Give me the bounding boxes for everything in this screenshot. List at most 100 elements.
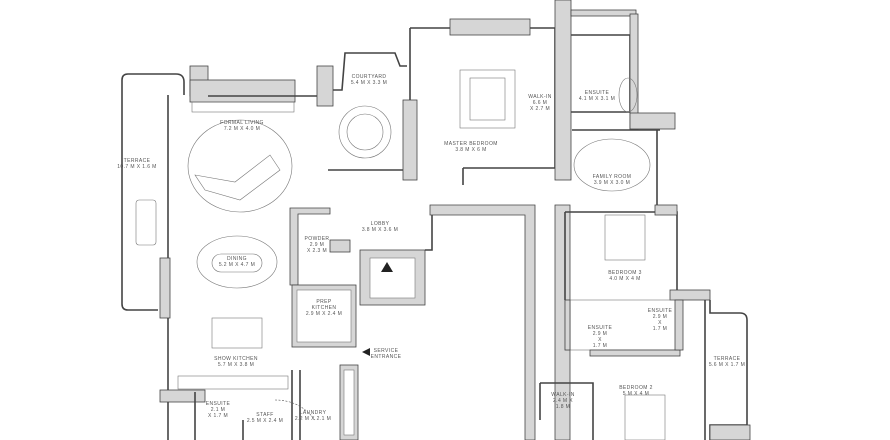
kitchen-island — [211, 317, 263, 349]
room-name: TERRACE — [123, 158, 151, 164]
wall-block — [316, 65, 334, 107]
room-name: WALK-IN — [551, 392, 575, 398]
media-console — [191, 101, 295, 113]
room-name: MASTER BEDROOM — [444, 141, 498, 147]
room-size: 1.8 M — [555, 404, 571, 410]
corridor-walls — [429, 204, 536, 440]
room-name: WALK-IN — [528, 94, 552, 100]
room-name: ENSUITE — [647, 308, 673, 314]
room-size: 2.5 M X 2.4 M — [246, 418, 284, 424]
room-size: 7.2 M X 4.0 M — [223, 126, 261, 132]
room-size: 4.1 M X 3.1 M — [578, 96, 616, 102]
room-name: PREP — [316, 299, 332, 305]
room-name: TERRACE — [713, 356, 741, 362]
room-name: ENSUITE — [205, 401, 231, 407]
room-size: 2.9 M — [309, 242, 325, 248]
walk-in-walls — [539, 382, 594, 440]
entry-arrow-icon — [381, 262, 393, 272]
living-rug — [187, 119, 293, 213]
room-name: LOBBY — [370, 221, 390, 227]
room-name: COURTYARD — [351, 74, 387, 80]
room-size: X — [658, 320, 662, 326]
service-arrow-icon — [362, 348, 370, 356]
bedroom3-walls — [564, 211, 678, 300]
room-size: 5.4 M X 3.3 M — [350, 80, 388, 86]
room-name: BEDROOM 2 — [619, 385, 653, 391]
sofa — [135, 199, 157, 246]
room-size: X 2.7 M — [529, 106, 551, 112]
room-size: 2.4 M X — [552, 398, 574, 404]
room-name: FORMAL LIVING — [220, 120, 264, 126]
terrace-west-outline — [121, 73, 185, 311]
room-size: 5 M X 4 M — [622, 391, 650, 397]
room-size: 10.7 M X 1.6 M — [117, 164, 157, 170]
wall-block — [159, 257, 171, 319]
room-size: 2.9 M — [592, 331, 608, 337]
room-name: ENSUITE — [587, 325, 613, 331]
room-name: SERVICE — [373, 348, 399, 354]
tree — [338, 105, 392, 159]
lobby-walls — [289, 207, 331, 286]
room-size: 1.7 M — [652, 326, 668, 332]
room-size: 2.9 M — [652, 314, 668, 320]
bedroom3-bed — [604, 214, 646, 261]
room-size: 3.8 M X 3.6 M — [361, 227, 399, 233]
room-size: 5.7 M X 3.8 M — [217, 362, 255, 368]
dining-table-rug — [196, 235, 278, 289]
master-bed — [459, 69, 516, 129]
wall-block — [189, 79, 296, 103]
room-size: X 2.3 M — [306, 248, 328, 254]
room-size: 3.8 M X 6 M — [455, 147, 487, 153]
room-name: ENSUITE — [584, 90, 610, 96]
room-name: STAFF — [256, 412, 274, 418]
room-size: 2.2 M X 2.1 M — [294, 416, 332, 422]
room-size: 6.6 M — [532, 100, 548, 106]
room-size: 1.7 M — [592, 343, 608, 349]
room-size: 4.0 M X 4 M — [609, 276, 641, 282]
terrace-east-outline — [709, 300, 748, 440]
room-size: X 1.7 M — [207, 413, 229, 419]
room-size: 5.6 M X 1.7 M — [708, 362, 746, 368]
room-size: 3.9 M X 3.0 M — [593, 180, 631, 186]
room-name: SHOW KITCHEN — [214, 356, 258, 362]
room-name: POWDER — [304, 236, 330, 242]
family-sofa — [573, 138, 651, 192]
room-name: LAUNDRY — [299, 410, 327, 416]
room-name: BEDROOM 3 — [608, 270, 642, 276]
courtyard-walls — [328, 52, 407, 171]
room-size: 2.9 M X 2.4 M — [305, 311, 343, 317]
bedroom2-bed — [624, 394, 666, 440]
room-name: FAMILY ROOM — [592, 174, 632, 180]
bathtub — [618, 77, 638, 113]
master-walls — [409, 27, 556, 215]
room-name: DINING — [227, 256, 247, 262]
room-size: X — [598, 337, 602, 343]
room-size: 5.2 M X 4.7 M — [218, 262, 256, 268]
master-headboard-wall — [449, 18, 531, 36]
room-size: 2.1 M — [210, 407, 226, 413]
room-name: ENTRANCE — [370, 354, 402, 360]
